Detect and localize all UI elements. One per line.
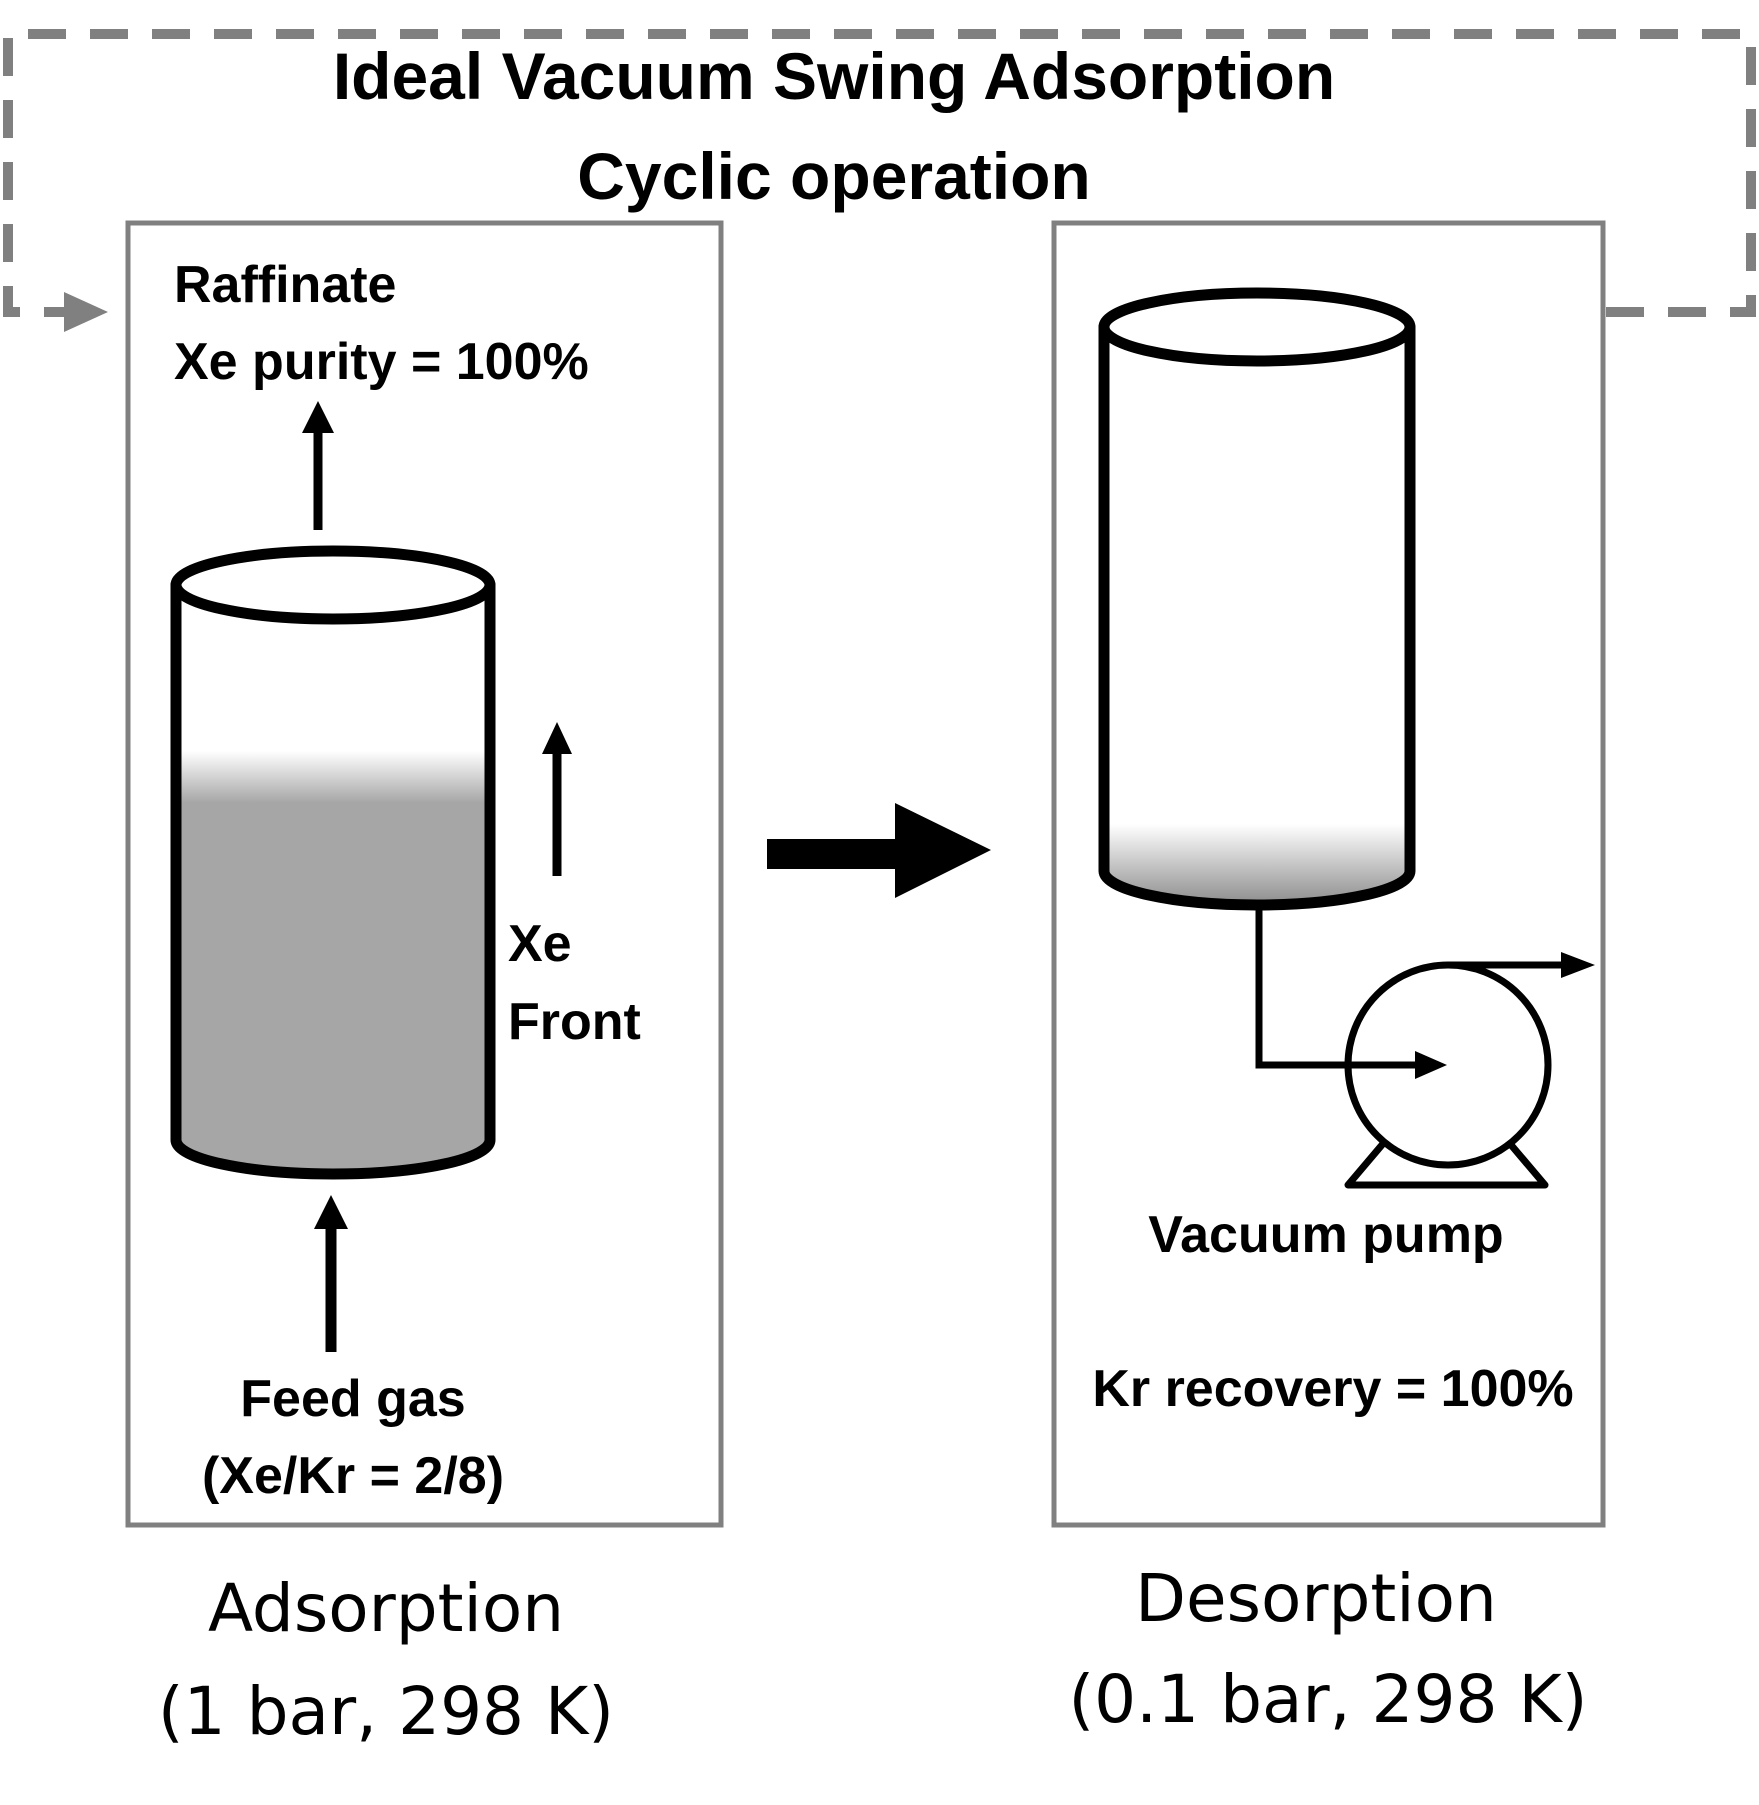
desorption-caption-line1: Desorption [1135,1560,1497,1637]
adsorption-panel: Raffinate Xe purity = 100% Xe Front Feed… [125,220,724,1528]
adsorption-column-top [170,545,496,625]
step-transition-arrow [767,803,991,898]
cycle-loop-line [3,29,1756,317]
suction-line [1255,907,1447,1079]
cycle-loop-arrowhead [64,292,108,332]
cycle-loop [3,29,1756,317]
raffinate-arrow [302,401,334,530]
desorption-column-top [1098,287,1416,367]
title-line1: Ideal Vacuum Swing Adsorption [333,39,1335,113]
adsorption-column-body [170,579,496,1180]
adsorption-caption-line1: Adsorption [208,1570,564,1647]
adsorption-column [170,545,496,1180]
desorption-column [1098,287,1416,911]
feed-gas-label: Feed gas [240,1370,465,1428]
vacuum-pump [1344,952,1595,1189]
desorption-caption-line2: (0.1 bar, 298 K) [1068,1661,1587,1738]
adsorption-caption-line2: (1 bar, 298 K) [158,1673,614,1750]
xe-purity-label: Xe purity = 100% [174,333,589,391]
feed-composition-label: (Xe/Kr = 2/8) [202,1447,504,1505]
xe-front-label-line1: Xe [508,915,572,973]
vacuum-pump-outlet-arrowhead [1561,952,1595,978]
vacuum-pump-label: Vacuum pump [1148,1206,1503,1264]
title-line2: Cyclic operation [577,139,1090,213]
xe-front-label-line2: Front [508,993,641,1051]
kr-recovery-label: Kr recovery = 100% [1092,1360,1573,1418]
feed-arrow [314,1195,348,1352]
raffinate-label: Raffinate [174,256,396,314]
xe-front-arrow [542,722,572,876]
desorption-panel: Vacuum pump Kr recovery = 100% [1051,220,1606,1528]
desorption-column-body [1098,321,1416,911]
